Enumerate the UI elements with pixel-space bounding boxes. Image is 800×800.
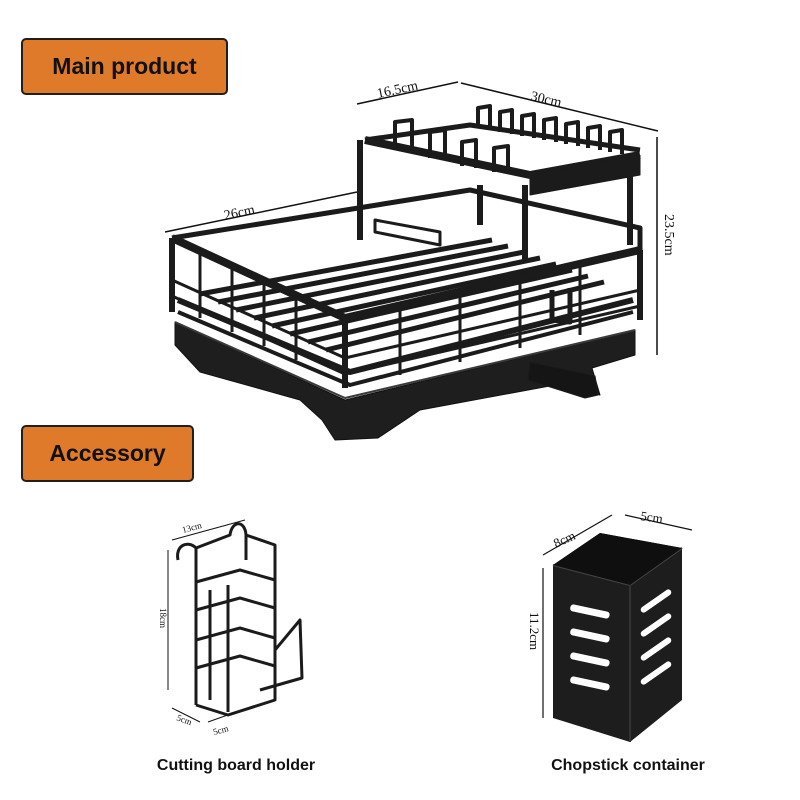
- container-slots: [570, 589, 672, 691]
- main-product-badge: Main product: [21, 38, 228, 95]
- cb-depth-left-label: 5cm: [175, 712, 193, 727]
- chopstick-container-image: [552, 533, 683, 742]
- cb-height-label: 18cm: [158, 608, 168, 628]
- main-dimension-lines: [164, 81, 659, 355]
- cutting-board-holder-image: [176, 522, 304, 717]
- accessory-label: Accessory: [49, 440, 166, 466]
- cb-dimension-lines: [167, 519, 246, 723]
- cs-width-label: 5cm: [640, 508, 664, 526]
- cb-depth-right-label: 5cm: [212, 723, 230, 737]
- cs-dimension-lines: [542, 514, 693, 718]
- accessory-badge: Accessory: [21, 425, 194, 482]
- cutting-board-holder-caption: Cutting board holder: [156, 757, 316, 774]
- cs-height-label: 11.2cm: [527, 612, 542, 650]
- main-product-label: Main product: [52, 53, 197, 79]
- height-label: 23.5cm: [661, 214, 676, 256]
- cb-width-label: 13cm: [181, 520, 203, 535]
- chopstick-container-caption: Chopstick container: [551, 757, 705, 774]
- depth-label: 26cm: [223, 203, 257, 224]
- top-depth-label: 16.5cm: [376, 79, 420, 102]
- width-label: 30cm: [529, 89, 563, 111]
- dish-rack-image: [169, 104, 643, 441]
- cs-depth-label: 8cm: [551, 528, 578, 551]
